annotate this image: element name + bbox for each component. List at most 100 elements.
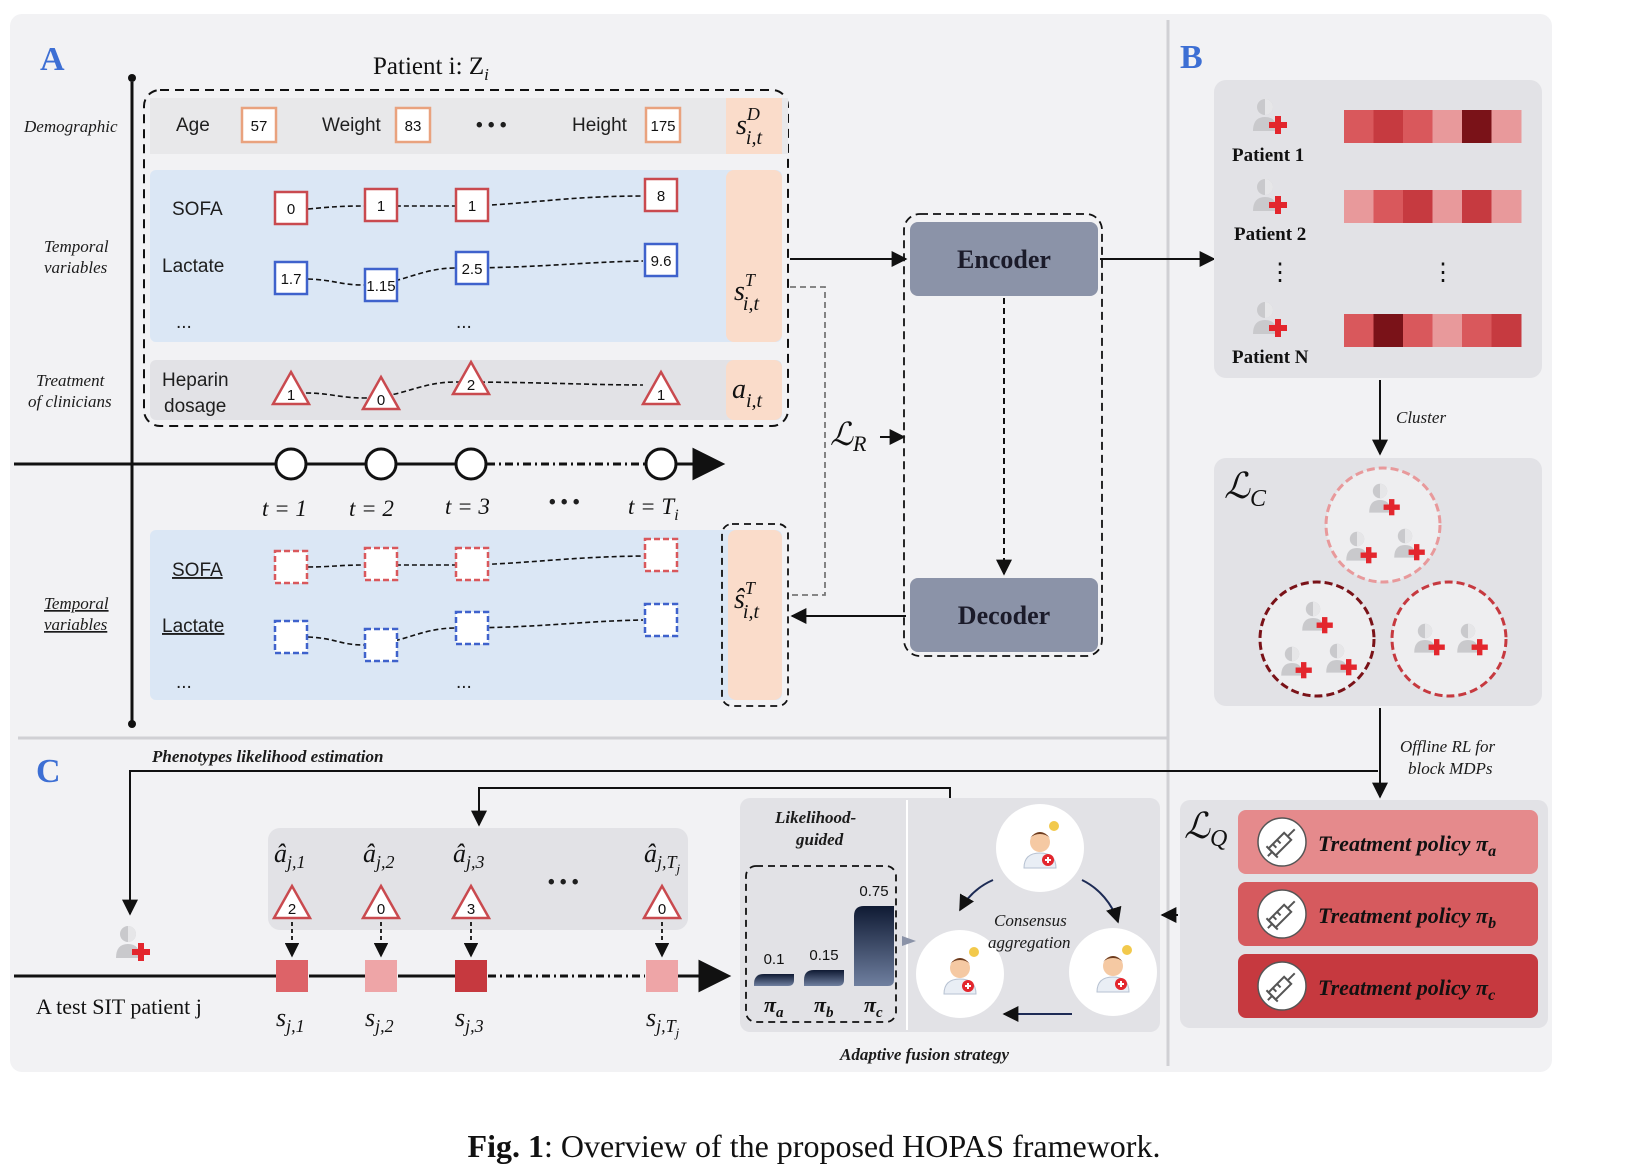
weight-value: 83 [405,118,422,135]
action-symbol: âj,1 [274,839,306,872]
state-item: sj,2 [365,960,397,1036]
state-item: sj,3 [455,960,487,1036]
policy-label: Treatment policy πc [1318,975,1495,1004]
time-label: t = 2 [349,496,394,521]
action-sequence: âj,1 2 âj,2 0 âj,33 âj,Tj 0 [271,839,683,958]
bar-value: 0.1 [764,951,785,968]
heatmap-cell [1373,190,1404,223]
treatment-points: 1 0 2 1 [270,359,682,411]
heatmap-cell [1403,190,1433,223]
patient-label: Patient 2 [1234,224,1306,245]
embedding-panel [1214,80,1542,378]
sofa-value: 8 [657,188,665,205]
policy-item: Treatment policy πa [1238,810,1538,874]
bar-policy-label: πb [814,992,834,1021]
state-label: sj,Tj [646,1003,680,1040]
time-ellipsis: • • • [549,492,580,513]
action-label: ai,t [732,374,763,412]
sofa-points: 0 1 1 8 [273,177,679,226]
state-item: sj,1 [276,960,308,1036]
recon-points [273,537,679,663]
time-label: t = 3 [445,494,490,519]
embedding-heatmaps [1344,110,1522,347]
heatmap-cell [1373,110,1404,143]
doctor-icon [995,803,1085,893]
action-item: âj,33 [450,839,492,958]
treatment-value: 1 [657,387,665,404]
lactate-label: Lactate [162,256,224,277]
label-recon-temporal-1: Temporal [44,594,109,613]
label-recon-temporal-2: variables [44,615,108,634]
action-item: âj,Tj 0 [641,839,683,958]
phenotype-label: Phenotypes likelihood estimation [151,747,383,766]
label-treatment-1: Treatment [36,371,106,390]
heatmap-cell [1432,190,1463,223]
panel-c-letter: C [36,753,61,790]
label-demographic: Demographic [23,117,118,136]
loss-c: ℒC [1224,466,1267,512]
sofa-value: 1 [468,198,476,215]
heatmap-cell [1344,314,1374,347]
patient-data-box [143,89,789,427]
state-label: sj,3 [455,1003,484,1036]
lactate-value: 1.7 [281,271,302,288]
loss-r: ℒR [830,416,867,456]
action-symbol: âj,2 [363,839,395,872]
height-label: Height [572,115,628,136]
heatmap-cell [1344,190,1374,223]
recon-lactate-label: Lactate [162,616,224,637]
weight-label: Weight [322,115,382,136]
label-temporal-2: variables [44,258,108,277]
sofa-value: 1 [377,198,385,215]
state-sequence: sj,1 sj,2 sj,3 sj,Tj [276,960,680,1040]
age-value: 57 [251,118,268,135]
encoder-label: Encoder [957,245,1051,274]
patient-title: Patient i: Zi [373,53,489,84]
decoder-label: Decoder [958,601,1050,630]
sofa-label: SOFA [172,199,223,220]
heatmap-cell [1432,110,1463,143]
label-treatment-2: of clinicians [28,392,112,411]
lactate-value: 2.5 [462,261,483,278]
likelihood-bar: 0.15 πb [804,947,844,1021]
adaptive-label: Adaptive fusion strategy [839,1045,1010,1064]
action-item: âj,2 0 [360,839,402,958]
figure-caption: Fig. 1: Overview of the proposed HOPAS f… [467,1128,1161,1164]
bar-policy-label: πc [864,992,883,1021]
treatment-value: 1 [287,387,295,404]
consensus-label-1: Consensus [994,911,1067,930]
syringe-icon [1257,817,1307,867]
vdots-right: ⋮ [1431,260,1455,286]
heatmap-cell [1373,314,1404,347]
patient-label: Patient 1 [1232,145,1304,166]
height-value: 175 [650,118,675,135]
encoder-block [910,222,1098,296]
action-symbol: âj,Tj [644,839,681,876]
doctor-icon [1068,927,1158,1017]
action-value: 0 [658,901,666,918]
offline-rl-label-1: Offline RL for [1400,737,1495,756]
action-item: âj,1 2 [271,839,313,958]
heparin-label-1: Heparin [162,370,229,391]
temporal-more-left: ... [176,312,192,333]
label-temporal-1: Temporal [44,237,109,256]
action-ellipsis: • • • [548,872,579,893]
bar-value: 0.15 [809,947,838,964]
cluster-circle [1390,580,1508,698]
recon-more-mid: ... [456,672,472,693]
heatmap-cell [1491,314,1522,347]
heparin-label-2: dosage [164,396,226,417]
patient-label: Patient N [1232,347,1309,368]
sofa-value: 0 [287,201,295,218]
test-patient-label: A test SIT patient j [36,994,202,1019]
action-value: 0 [377,901,385,918]
likelihood-label-2: guided [795,830,844,849]
action-value: 2 [288,901,296,918]
time-label-last: t = Ti [628,494,679,524]
decoder-block [910,578,1098,652]
policy-item: Treatment policy πc [1238,954,1538,1018]
